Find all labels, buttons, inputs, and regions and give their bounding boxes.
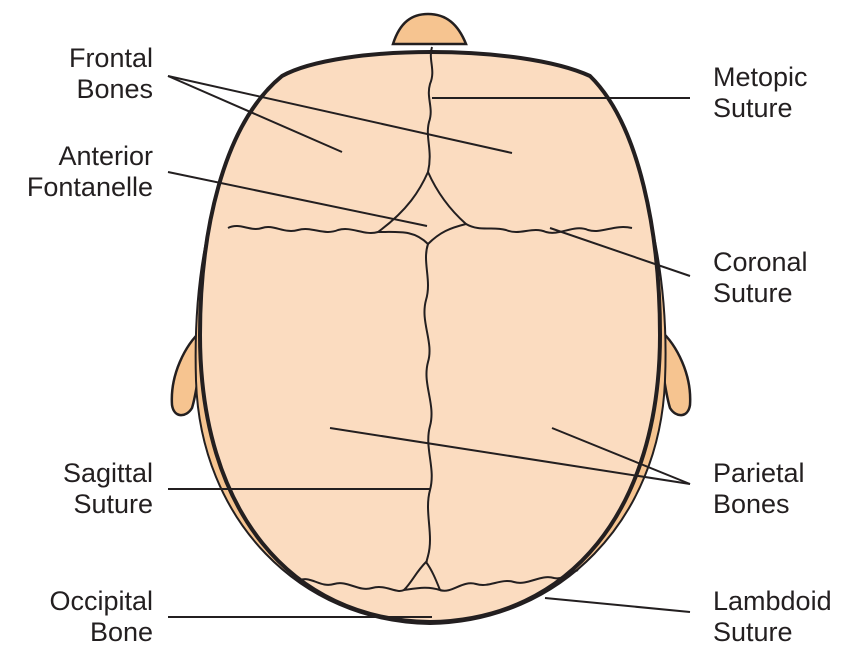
- metopic-suture-label-line2: Suture: [713, 93, 808, 124]
- coronal-suture-label-line2: Suture: [713, 278, 808, 309]
- frontal-bones-label: Frontal Bones: [69, 43, 153, 105]
- occipital-bone-label-line2: Bone: [49, 617, 153, 648]
- frontal-bones-label-line1: Frontal: [69, 43, 153, 74]
- metopic-suture-label-line1: Metopic: [713, 62, 808, 93]
- metopic-suture-label: Metopic Suture: [713, 62, 808, 124]
- anterior-fontanelle-label-line1: Anterior: [27, 141, 153, 172]
- nose: [393, 14, 466, 44]
- anterior-fontanelle-label: Anterior Fontanelle: [27, 141, 153, 203]
- sagittal-suture-label-line1: Sagittal: [63, 458, 153, 489]
- occipital-bone-label-line1: Occipital: [49, 586, 153, 617]
- sagittal-suture-label-line2: Suture: [63, 489, 153, 520]
- lambdoid-suture-label-line1: Lambdoid: [713, 586, 832, 617]
- occipital-bone-label: Occipital Bone: [49, 586, 153, 648]
- lambdoid-suture-label-line2: Suture: [713, 617, 832, 648]
- anterior-fontanelle-label-line2: Fontanelle: [27, 172, 153, 203]
- parietal-bones-label: Parietal Bones: [713, 458, 805, 520]
- sagittal-suture-label: Sagittal Suture: [63, 458, 153, 520]
- coronal-suture-label-line1: Coronal: [713, 247, 808, 278]
- coronal-suture-label: Coronal Suture: [713, 247, 808, 309]
- frontal-bones-label-line2: Bones: [69, 74, 153, 105]
- lambdoid-suture-label: Lambdoid Suture: [713, 586, 832, 648]
- parietal-bones-label-line1: Parietal: [713, 458, 805, 489]
- parietal-bones-label-line2: Bones: [713, 489, 805, 520]
